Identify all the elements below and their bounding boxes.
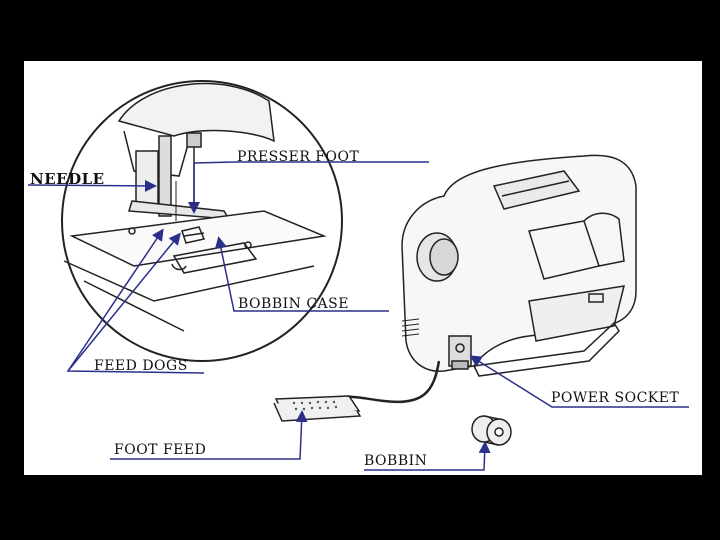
bobbin-illustration [471, 415, 512, 446]
foot-pedal [273, 395, 362, 422]
label-power-socket: POWER SOCKET [551, 390, 680, 406]
magnified-needle-area [61, 80, 343, 362]
diagram-panel: NEEDLE PRESSER FOOT BOBBIN CASE FEED DOG… [24, 61, 702, 475]
label-bobbin-case: BOBBIN CASE [238, 296, 349, 312]
leader-lines [27, 161, 689, 471]
sewing-machine [323, 154, 637, 404]
label-bobbin: BOBBIN [364, 453, 428, 469]
label-feed-dogs: FEED DOGS [94, 358, 188, 374]
label-needle: NEEDLE [30, 170, 105, 188]
label-foot-feed: FOOT FEED [114, 442, 207, 458]
sewing-machine-drawing [27, 80, 689, 471]
label-presser-foot: PRESSER FOOT [237, 149, 360, 165]
